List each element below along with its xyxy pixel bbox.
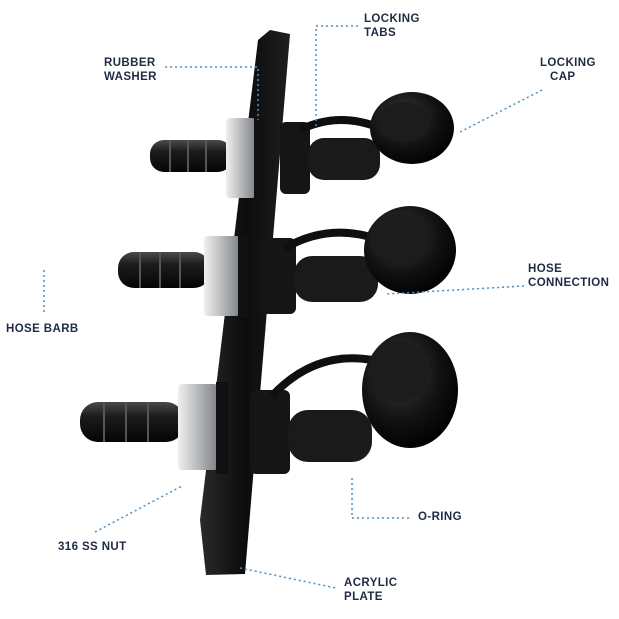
leader-locking-tabs — [315, 25, 358, 128]
leader-locking-cap — [459, 89, 543, 133]
hose-barb-top — [150, 140, 232, 172]
locking-tab-bottom — [269, 354, 373, 399]
leader-ss-nut — [94, 485, 183, 533]
leader-hose-connection — [385, 285, 525, 295]
leader-o-ring — [351, 478, 412, 519]
body-top — [280, 122, 310, 194]
label-acrylic-plate-line2: PLATE — [344, 591, 383, 603]
label-hose-barb-line1: HOSE BARB — [6, 323, 79, 335]
locking-cap-bottom-face — [368, 342, 428, 402]
label-hose-connection-line1: HOSE — [528, 263, 563, 275]
fitting-top — [150, 92, 454, 200]
label-locking-cap: LOCKING CAP — [540, 56, 596, 84]
barb-ridges-top — [169, 140, 207, 172]
label-hose-connection-line2: CONNECTION — [528, 277, 610, 289]
body-middle — [262, 238, 296, 314]
label-acrylic-plate: ACRYLIC PLATE — [344, 576, 397, 604]
label-o-ring: O-RING — [418, 510, 462, 524]
barb-ridges-middle — [139, 252, 181, 288]
label-ss-nut: 316 SS NUT — [58, 540, 127, 554]
leader-lines — [43, 25, 543, 589]
label-locking-cap-line1: LOCKING — [540, 57, 596, 69]
barb-ridges-bottom — [103, 402, 149, 442]
nut-top — [226, 118, 256, 198]
label-locking-tabs: LOCKING TABS — [364, 12, 420, 40]
leader-rubber-washer — [165, 66, 259, 120]
body-bottom — [250, 390, 290, 474]
locking-cap-top-face — [378, 102, 430, 142]
hose-connection-bottom — [288, 410, 372, 462]
rubber-washer-top — [254, 118, 264, 200]
label-o-ring-line1: O-RING — [418, 511, 462, 523]
hose-connection-middle — [294, 256, 378, 302]
nut-bottom — [178, 384, 218, 470]
label-locking-cap-line2: CAP — [550, 71, 576, 83]
label-ss-nut-line1: 316 SS NUT — [58, 541, 127, 553]
locking-cap-middle-face — [370, 214, 430, 262]
hose-connection-top — [308, 138, 380, 180]
hose-barb-bottom — [80, 402, 184, 442]
fitting-bottom — [80, 332, 458, 474]
nut-middle — [204, 236, 240, 316]
label-locking-tabs-line2: TABS — [364, 27, 397, 39]
leader-acrylic-plate — [239, 567, 337, 589]
label-hose-connection: HOSE CONNECTION — [528, 262, 609, 290]
label-acrylic-plate-line1: ACRYLIC — [344, 577, 398, 589]
label-rubber-washer-line2: WASHER — [104, 71, 157, 83]
rubber-washer-bottom — [216, 382, 228, 474]
label-rubber-washer-line1: RUBBER — [104, 57, 156, 69]
fitting-middle — [118, 206, 456, 318]
label-locking-tabs-line1: LOCKING — [364, 13, 420, 25]
label-hose-barb: HOSE BARB — [6, 322, 79, 336]
label-rubber-washer: RUBBER WASHER — [104, 56, 157, 84]
hose-barb-middle — [118, 252, 210, 288]
rubber-washer-middle — [238, 236, 248, 318]
